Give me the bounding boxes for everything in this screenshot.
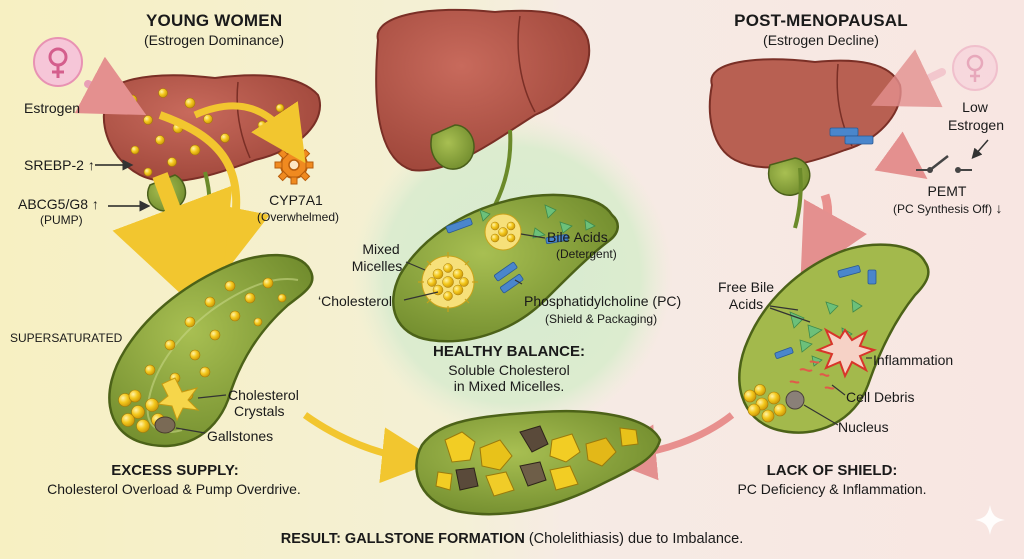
pemt-label: PEMT (927, 183, 967, 199)
low-estrogen-leader (971, 139, 989, 159)
abcg-label: ABCG5/G8 ↑ (18, 196, 99, 212)
switch-icon (916, 155, 972, 173)
low-estrogen-arrow (871, 49, 946, 108)
estrogen-label: Estrogen (24, 100, 81, 116)
bile-acids-label: Bile Acids (547, 229, 608, 245)
right-footer-title: LACK OF SHIELD: (766, 462, 898, 479)
pemt-down-icon: ↓ (995, 200, 1003, 216)
cholesterol-leader (403, 291, 439, 301)
cyp-label: CYP7A1 (269, 192, 323, 208)
result-caption: RESULT: GALLSTONE FORMATION (Cholelithia… (252, 531, 772, 547)
free-bile-label-2: Acids (728, 296, 764, 312)
free-bile-leader-2 (769, 307, 811, 323)
nucleus-mark (785, 390, 805, 410)
balance-text-2: in Mixed Micelles. (453, 378, 565, 394)
balance-title: HEALTHY BALANCE: (433, 343, 585, 360)
center-cholesterol-label: ‘Cholesterol (318, 293, 392, 309)
pc-leader (514, 279, 523, 285)
nucleus-label: Nucleus (838, 419, 889, 435)
debris-label: Cell Debris (846, 389, 915, 405)
liver-to-right-gallbladder-arrow (800, 193, 867, 280)
result-gallstones (435, 425, 639, 497)
srebp-up-icon: ↑ (87, 157, 95, 173)
result-rest: (Cholelithiasis) due to Imbalance. (524, 531, 744, 547)
female-symbol-faded-icon (952, 45, 998, 91)
estrogen-arrow (74, 56, 147, 116)
liver-to-pemt-arrow (874, 131, 928, 180)
left-to-result-arrow (302, 412, 438, 484)
balance-text-1: Soluble Cholesterol (448, 362, 570, 378)
gear-icon (274, 145, 314, 185)
pc-molecules (445, 217, 569, 294)
low-estrogen-label-2: Estrogen (947, 117, 1005, 133)
left-footer-text: Cholesterol Overload & Pump Overdrive. (47, 481, 301, 497)
crystals-label-2: Crystals (234, 403, 285, 419)
pump-label: (PUMP) (40, 213, 83, 227)
gallstones-label: Gallstones (207, 428, 274, 444)
srebp-text: SREBP-2 (24, 157, 84, 173)
right-footer-text: PC Deficiency & Inflammation. (737, 481, 927, 497)
abcg-text: ABCG5/G8 (18, 196, 89, 212)
inflammation-label: Inflammation (873, 352, 954, 368)
right-subtitle: (Estrogen Decline) (763, 32, 879, 48)
bile-acid-triangles (479, 204, 596, 239)
debris-leader (831, 384, 846, 396)
pemt-note: (PC Synthesis Off) ↓ (893, 200, 1002, 216)
inflammation-burst-icon (815, 327, 877, 379)
female-symbol-icon (33, 37, 83, 87)
supersaturated-label: SUPERSATURATED (10, 331, 123, 345)
srebp-label: SREBP-2 ↑ (24, 157, 95, 173)
free-bile-leader-1 (769, 305, 799, 311)
pc-label: Phosphatidylcholine (PC) (524, 293, 682, 309)
liver-down-arrow (158, 111, 270, 272)
mixed-label-2: Micelles (351, 258, 403, 274)
left-subtitle: (Estrogen Dominance) (143, 32, 285, 48)
gallstone-mark (154, 416, 176, 434)
right-liver-pc (829, 127, 874, 145)
result-bold: RESULT: GALLSTONE FORMATION (280, 531, 525, 547)
left-footer-title: EXCESS SUPPLY: (111, 462, 239, 479)
center-liver (375, 8, 591, 206)
right-title: POST-MENOPAUSAL (734, 11, 908, 30)
crystals-label-1: Cholesterol (228, 387, 299, 403)
pc-note: (Shield & Packaging) (545, 312, 658, 326)
sparkle-icon (975, 505, 1005, 535)
abcg-up-icon: ↑ (91, 196, 99, 212)
pemt-note-text: (PC Synthesis Off) (893, 202, 993, 216)
bile-acids-leader (520, 233, 546, 239)
micelle-large (418, 252, 478, 312)
left-title: YOUNG WOMEN (146, 11, 283, 30)
free-bile-label-1: Free Bile (717, 279, 775, 295)
liver-to-cyp-arrow (193, 101, 306, 164)
detergent-label: (Detergent) (556, 247, 617, 261)
liver-to-gallbladder-arrow (112, 172, 233, 328)
cholesterol-crystal-icon (156, 377, 200, 422)
micelle-small (484, 213, 522, 251)
micelles-leader (405, 261, 426, 271)
low-estrogen-label-1: Low (962, 99, 988, 115)
mixed-label-1: Mixed (362, 241, 400, 257)
cyp-note: (Overwhelmed) (256, 210, 340, 224)
gallstones-leader (175, 427, 206, 434)
nucleus-leader (803, 404, 839, 426)
crystals-leader (197, 394, 227, 399)
